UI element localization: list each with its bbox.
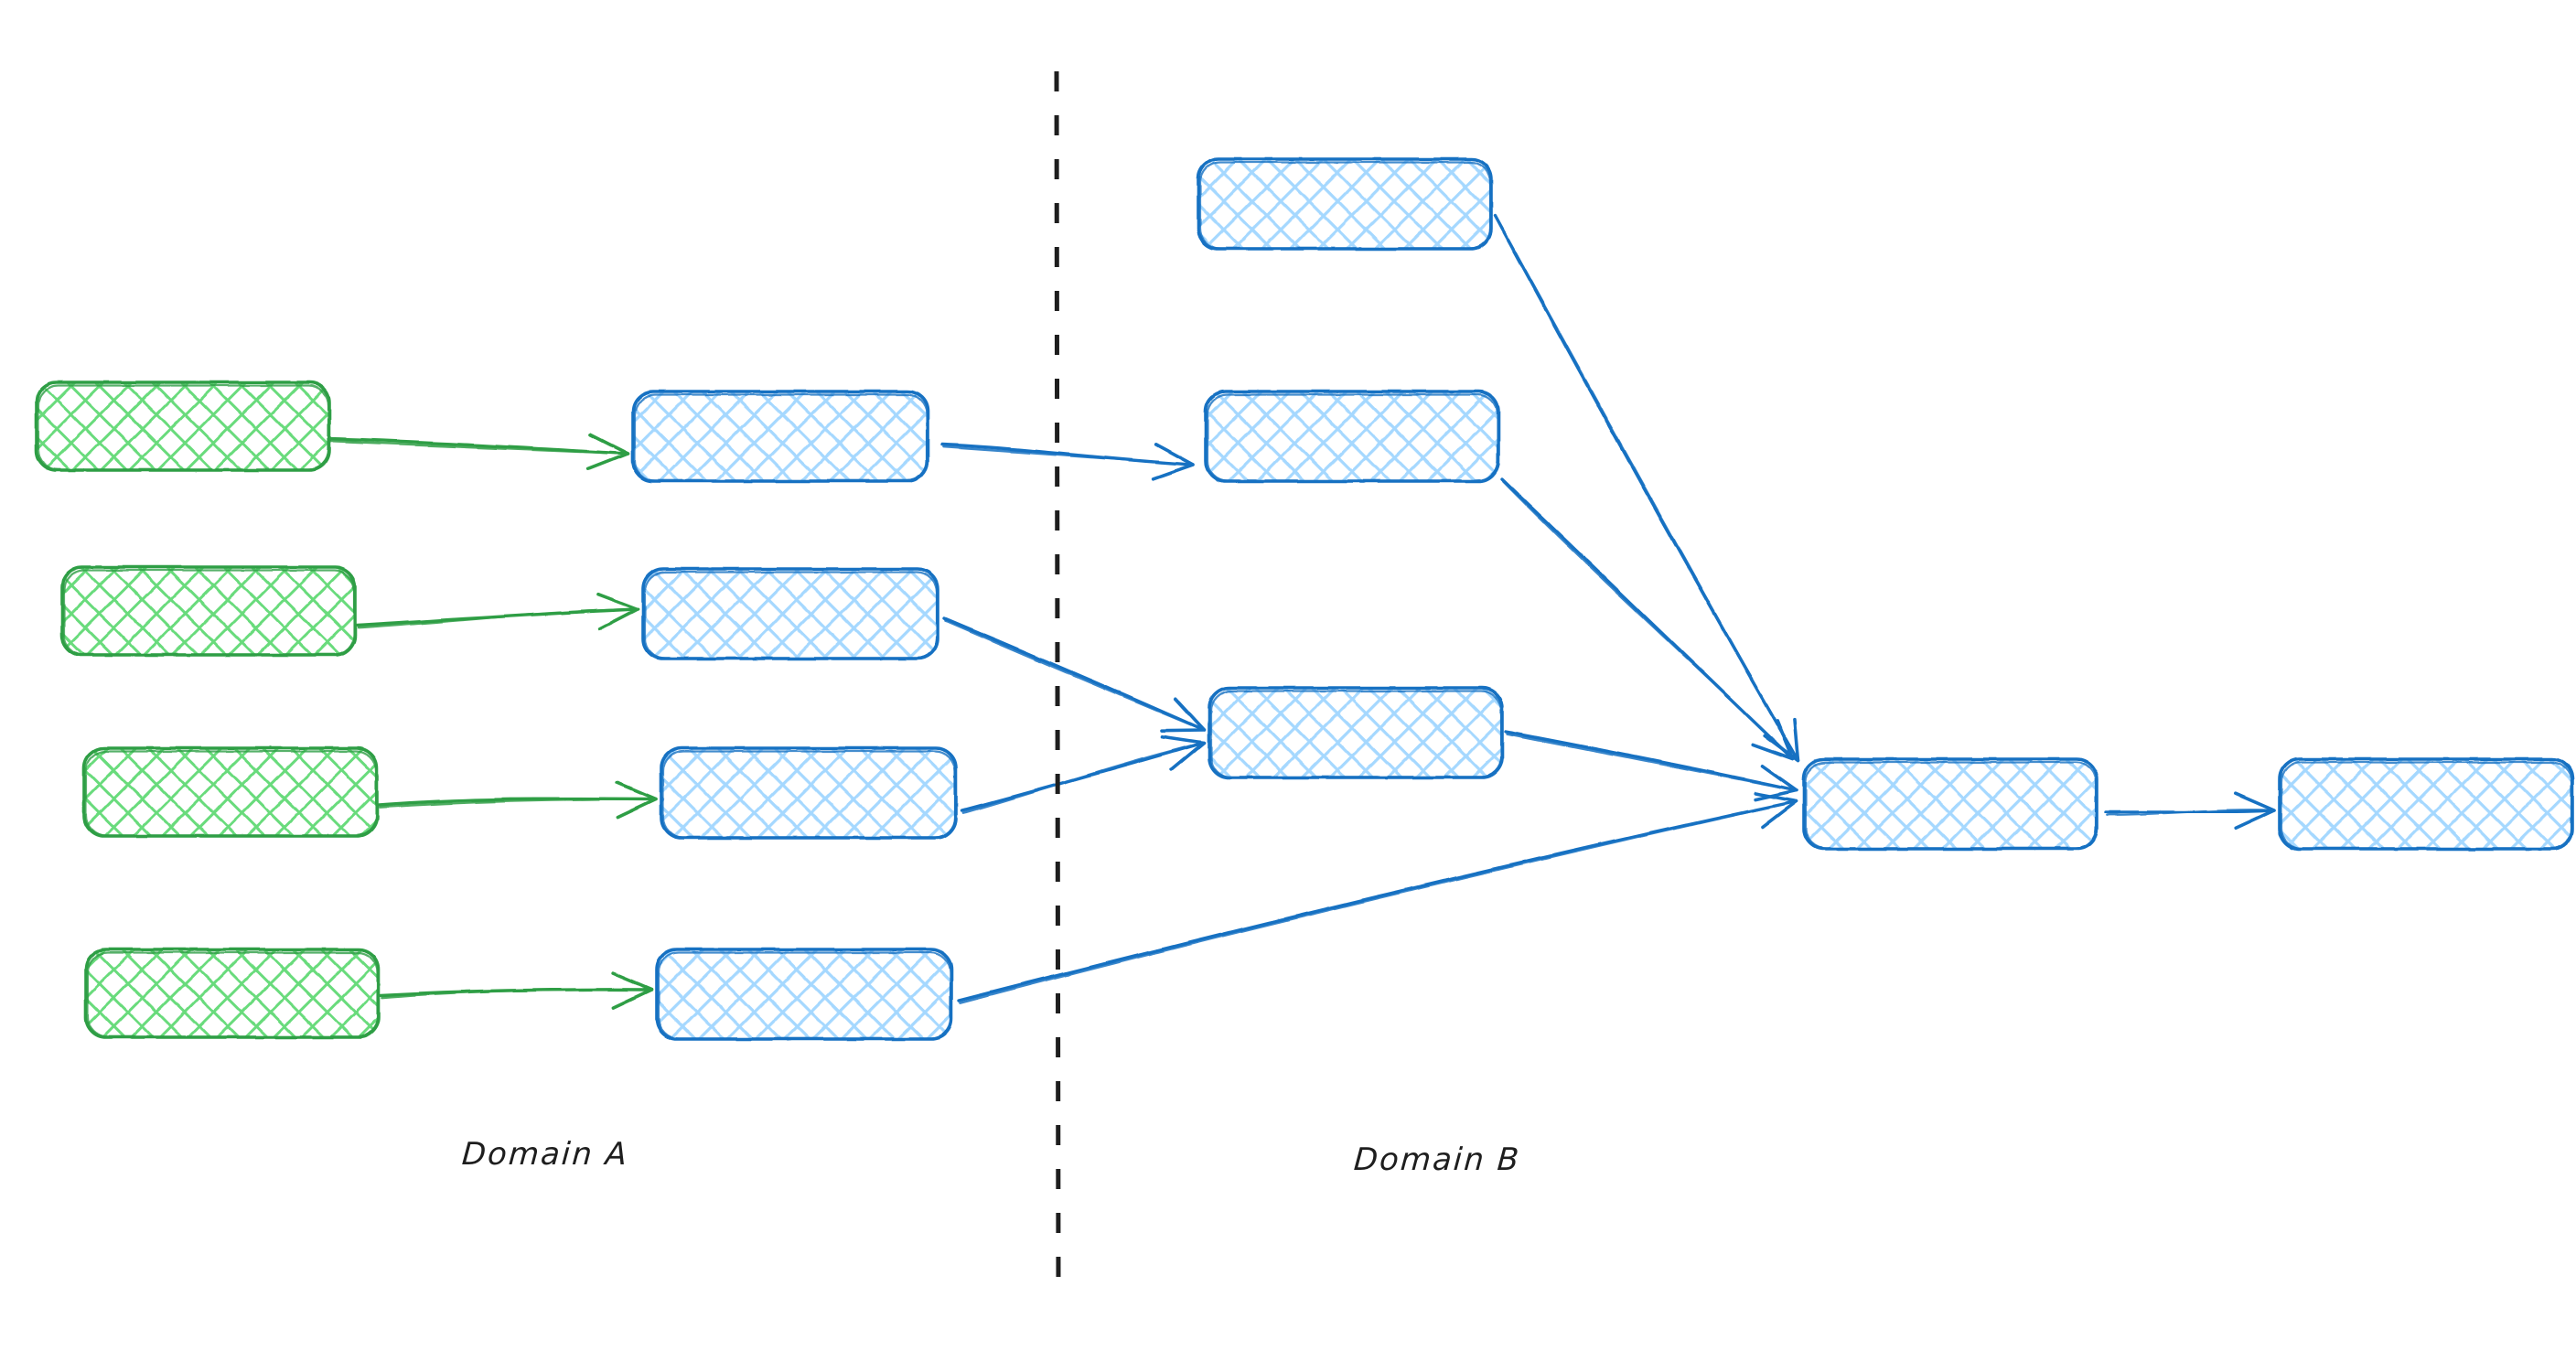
edge-a-src-4-to-a-proc-4 (379, 971, 653, 1010)
edge-a-proc-4-to-b-hub (957, 791, 1798, 1004)
edge-b-hub-to-b-final (2104, 791, 2276, 831)
node-hit-a-src-4[interactable] (86, 949, 379, 1037)
edge-a-src-2-to-a-proc-2 (355, 592, 639, 630)
node-hit-a-src-2[interactable] (62, 567, 355, 655)
node-a-src-3[interactable] (82, 746, 379, 838)
domain-b-label: Domain B (1352, 1142, 1522, 1178)
node-b-node-low[interactable] (1208, 686, 1504, 779)
node-a-proc-2[interactable] (641, 567, 939, 660)
edge-b-node-top-to-b-hub (1493, 214, 1800, 763)
domain-divider (1054, 70, 1061, 1291)
node-b-final[interactable] (2278, 757, 2574, 851)
node-b-node-top[interactable] (1197, 157, 1493, 251)
node-a-src-2[interactable] (60, 565, 357, 657)
edge-b-node-low-to-b-hub (1504, 730, 1798, 801)
node-a-proc-4[interactable] (655, 948, 953, 1041)
node-a-proc-1[interactable] (631, 390, 929, 483)
edges-layer (326, 214, 2276, 1010)
node-hit-a-proc-4[interactable] (657, 949, 951, 1039)
node-hit-a-proc-2[interactable] (643, 569, 938, 659)
node-hit-b-node-mid[interactable] (1206, 391, 1498, 481)
node-a-proc-3[interactable] (660, 746, 958, 840)
node-hit-b-node-low[interactable] (1209, 688, 1502, 777)
node-b-hub[interactable] (1802, 757, 2098, 851)
node-b-node-mid[interactable] (1204, 390, 1500, 483)
node-a-src-1[interactable] (35, 381, 331, 472)
edge-a-src-3-to-a-proc-3 (377, 781, 658, 820)
edge-a-proc-3-to-b-node-low (961, 734, 1206, 814)
node-hit-a-proc-3[interactable] (661, 748, 956, 838)
node-hit-b-hub[interactable] (1804, 759, 2097, 849)
node-hit-a-proc-1[interactable] (633, 391, 928, 481)
node-hit-a-src-3[interactable] (84, 748, 377, 836)
nodes-layer (35, 157, 2574, 1041)
node-hit-b-final[interactable] (2280, 759, 2572, 849)
domain-a-label: Domain A (460, 1136, 630, 1173)
edge-a-src-1-to-a-proc-1 (326, 433, 629, 471)
node-hit-a-src-1[interactable] (37, 382, 329, 470)
divider-layer (1054, 70, 1061, 1291)
node-a-src-4[interactable] (84, 948, 381, 1039)
edge-a-proc-1-to-b-node-mid (940, 443, 1195, 481)
node-hit-b-node-top[interactable] (1198, 159, 1491, 249)
edge-a-proc-2-to-b-node-low (942, 616, 1206, 733)
edge-b-node-mid-to-b-hub (1500, 477, 1795, 761)
